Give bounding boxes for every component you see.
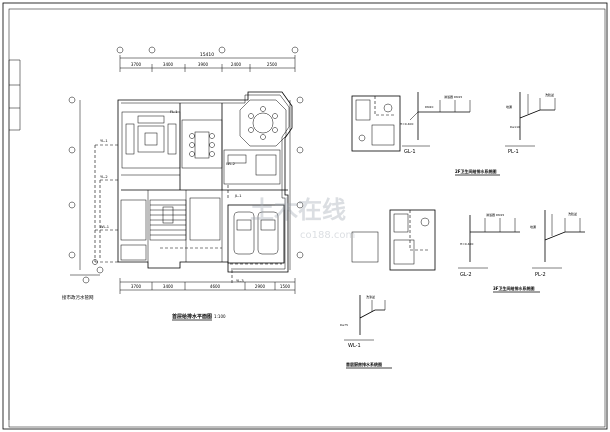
dim-top-2: 3400 xyxy=(163,62,174,67)
dining-table xyxy=(194,131,210,159)
dim-bottom-1: 3700 xyxy=(131,284,142,289)
svg-text:地漏: 地漏 xyxy=(530,224,536,229)
dim-top-total: 15410 xyxy=(200,52,214,58)
wl1-system: 洗涤盆 De75 WL-1 xyxy=(340,294,386,349)
dim-bottom-2: 3400 xyxy=(163,284,174,289)
svg-text:洗脸盆: 洗脸盆 xyxy=(568,211,577,216)
pipes xyxy=(70,144,233,285)
label-pl1: PL-1 xyxy=(508,149,519,155)
bath-plan-3f xyxy=(351,209,436,271)
sofa-left xyxy=(125,123,135,155)
hall xyxy=(189,197,221,241)
kitchen-island xyxy=(255,154,277,176)
coffee-table xyxy=(144,132,158,146)
dim-top-5: 2500 xyxy=(267,62,278,67)
label-pl2: PL-2 xyxy=(535,272,546,278)
octagon-room xyxy=(239,99,287,147)
svg-text:地漏: 地漏 xyxy=(506,104,512,109)
watermark: 土木在线 co188.com xyxy=(250,196,355,241)
tag-yl3: YL-3 xyxy=(236,279,244,283)
svg-text:洗涤盆: 洗涤盆 xyxy=(366,294,375,299)
carpet xyxy=(137,125,165,153)
tag-yl1: YL-1 xyxy=(100,139,108,143)
watermark-sub: co188.com xyxy=(300,230,355,241)
svg-text:淋浴器 DN15: 淋浴器 DN15 xyxy=(486,212,504,217)
round-table xyxy=(252,112,274,134)
svg-text:DN20: DN20 xyxy=(425,105,433,109)
gl2-system: 淋浴器 DN15 H=0.400 GL-2 xyxy=(458,212,520,278)
sofa-top xyxy=(137,115,165,124)
section-title-2f: 2F卫生间给排水系统图 xyxy=(455,168,497,174)
gl1-system: 淋浴器 DN15 DN20 H=0.400 GL-1 xyxy=(400,92,471,155)
tag-jl1: JL-1 xyxy=(234,194,242,198)
floor-plan: 15410 3700 3400 3900 2400 2500 xyxy=(62,46,304,321)
dim-bottom-4: 2900 xyxy=(255,284,266,289)
label-gl1: GL-1 xyxy=(404,149,416,155)
kitchen xyxy=(223,149,281,185)
outer-wall xyxy=(117,91,293,273)
dim-bottom-3: 4600 xyxy=(210,284,221,289)
svg-text:淋浴器 DN15: 淋浴器 DN15 xyxy=(444,94,462,99)
axis-bubbles xyxy=(68,46,304,259)
svg-text:De110: De110 xyxy=(510,125,520,129)
pl2-system: 洗脸盆 地漏 PL-2 xyxy=(530,210,585,278)
svg-text:De75: De75 xyxy=(340,323,348,327)
staircase xyxy=(149,199,187,241)
toilet xyxy=(120,244,147,261)
title-block xyxy=(8,59,21,420)
kitchen-counter xyxy=(227,154,247,164)
dining-area xyxy=(181,119,223,169)
label-wl1: WL-1 xyxy=(348,343,361,349)
garage xyxy=(227,204,285,265)
watermark-main: 土木在线 xyxy=(250,196,346,224)
tag-wl2: WL-2 xyxy=(226,162,235,166)
dim-top-1: 3700 xyxy=(131,62,142,67)
store-room xyxy=(120,199,147,241)
tag-wl1: WL-1 xyxy=(100,225,109,229)
plan-scale: 1:100 xyxy=(214,314,226,319)
top-dimensions: 15410 3700 3400 3900 2400 2500 xyxy=(119,52,296,72)
dim-top-4: 2400 xyxy=(231,62,242,67)
pl1-system: 洗脸盆 地漏 De110 PL-1 xyxy=(505,92,556,155)
dim-top-3: 3900 xyxy=(198,62,209,67)
tag-fl1: FL-1 xyxy=(170,110,178,114)
section-title-kitchen: 首层厨房排水系统图 xyxy=(346,361,382,367)
dim-bottom-5: 1500 xyxy=(280,284,291,289)
section-title-3f: 3F卫生间给排水系统图 xyxy=(493,285,535,291)
outer-wall-inner xyxy=(121,94,290,270)
sofa-right xyxy=(167,123,177,155)
plan-note: 接市政污水管网 xyxy=(62,294,94,301)
svg-text:H=0.400: H=0.400 xyxy=(460,242,473,246)
bottom-dimensions: 3700 3400 4600 2900 1500 xyxy=(119,278,296,294)
tag-yl2: YL-2 xyxy=(100,175,108,179)
living-room xyxy=(121,111,181,169)
bath-plan-2f xyxy=(351,95,401,152)
label-gl2: GL-2 xyxy=(460,272,472,278)
svg-text:洗脸盆: 洗脸盆 xyxy=(545,92,554,97)
plan-title: 首层给排水平面图 xyxy=(172,313,212,320)
svg-text:H=0.400: H=0.400 xyxy=(400,122,413,126)
